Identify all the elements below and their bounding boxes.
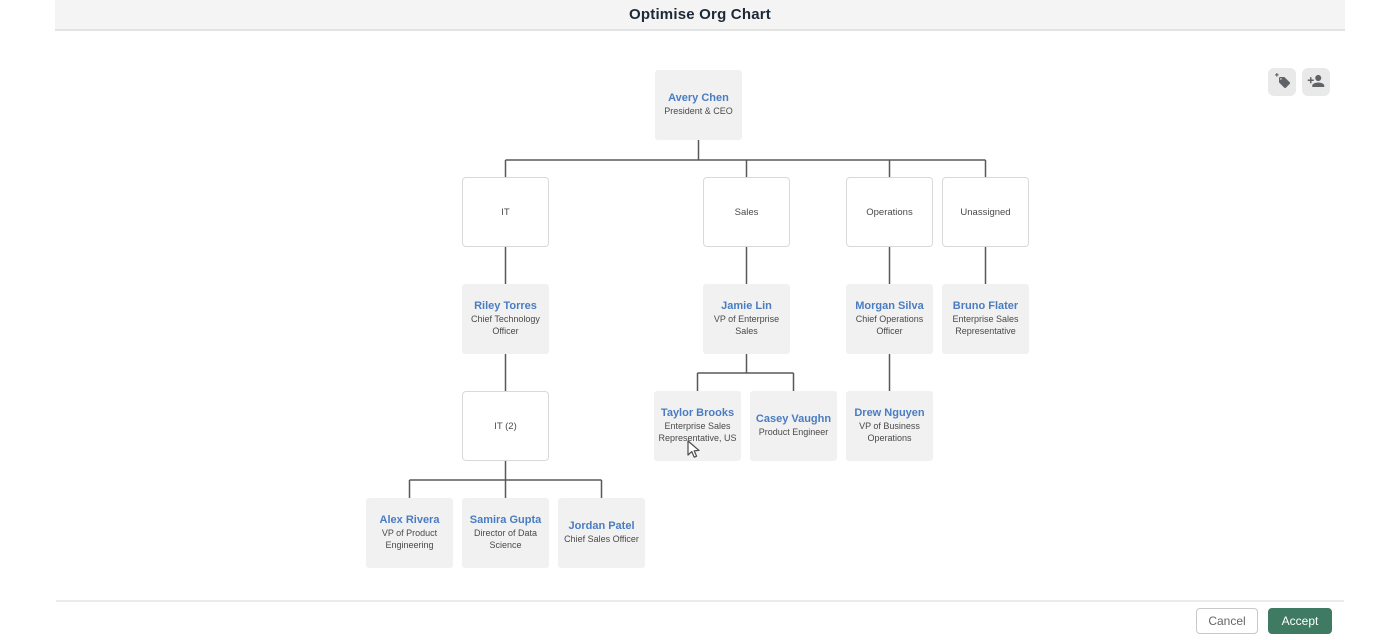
person-name: Morgan Silva <box>855 300 924 313</box>
person-name: Bruno Flater <box>952 300 1019 313</box>
person-title: Director of Data Science <box>473 528 538 551</box>
org-node-avery-chen[interactable]: Avery Chen President & CEO <box>655 70 742 140</box>
person-name: Alex Rivera <box>379 514 440 527</box>
footer-actions: Cancel Accept <box>1196 608 1332 634</box>
chart-toolbar <box>1268 68 1330 96</box>
cancel-button[interactable]: Cancel <box>1196 608 1258 634</box>
accept-button[interactable]: Accept <box>1268 608 1332 634</box>
person-name: Taylor Brooks <box>660 407 735 420</box>
department-label: IT <box>501 206 510 218</box>
org-node-dept-sales[interactable]: Sales <box>703 177 790 247</box>
dialog-header: Optimise Org Chart <box>55 0 1345 31</box>
add-tag-button[interactable] <box>1268 68 1296 96</box>
person-title: Enterprise Sales Representative, US <box>658 421 737 444</box>
person-name: Avery Chen <box>668 92 729 105</box>
org-node-bruno-flater[interactable]: Bruno Flater Enterprise Sales Representa… <box>942 284 1029 354</box>
org-node-jamie-lin[interactable]: Jamie Lin VP of Enterprise Sales <box>703 284 790 354</box>
department-label: Sales <box>734 206 759 218</box>
person-title: Chief Technology Officer <box>471 314 540 337</box>
person-title: President & CEO <box>664 106 733 117</box>
person-title: VP of Enterprise Sales <box>713 314 780 337</box>
person-title: VP of Business Operations <box>859 421 920 444</box>
org-node-casey-vaughn[interactable]: Casey Vaughn Product Engineer <box>750 391 837 461</box>
person-name: Jordan Patel <box>568 520 635 533</box>
person-name: Casey Vaughn <box>755 413 832 426</box>
person-title: VP of Product Engineering <box>381 528 438 551</box>
org-node-taylor-brooks[interactable]: Taylor Brooks Enterprise Sales Represent… <box>654 391 741 461</box>
org-node-morgan-silva[interactable]: Morgan Silva Chief Operations Officer <box>846 284 933 354</box>
org-node-dept-it-2[interactable]: IT (2) <box>462 391 549 461</box>
person-title: Chief Operations Officer <box>855 314 924 337</box>
org-node-dept-it[interactable]: IT <box>462 177 549 247</box>
org-node-dept-operations[interactable]: Operations <box>846 177 933 247</box>
department-label: Operations <box>866 206 913 218</box>
org-node-samira-gupta[interactable]: Samira Gupta Director of Data Science <box>462 498 549 568</box>
person-name: Samira Gupta <box>469 514 542 527</box>
page-title: Optimise Org Chart <box>629 6 771 23</box>
add-person-button[interactable] <box>1302 68 1330 96</box>
person-title: Product Engineer <box>758 427 829 438</box>
footer-divider <box>56 600 1344 602</box>
org-node-alex-rivera[interactable]: Alex Rivera VP of Product Engineering <box>366 498 453 568</box>
department-label: IT (2) <box>494 420 517 432</box>
org-node-dept-unassigned[interactable]: Unassigned <box>942 177 1029 247</box>
person-plus-icon <box>1307 72 1325 93</box>
person-title: Chief Sales Officer <box>564 534 639 545</box>
org-node-jordan-patel[interactable]: Jordan Patel Chief Sales Officer <box>558 498 645 568</box>
person-name: Riley Torres <box>474 300 537 313</box>
department-label: Unassigned <box>960 206 1011 218</box>
tag-plus-icon <box>1274 72 1291 92</box>
person-title: Enterprise Sales Representative <box>952 314 1019 337</box>
person-name: Drew Nguyen <box>854 407 925 420</box>
org-node-drew-nguyen[interactable]: Drew Nguyen VP of Business Operations <box>846 391 933 461</box>
org-node-riley-torres[interactable]: Riley Torres Chief Technology Officer <box>462 284 549 354</box>
person-name: Jamie Lin <box>721 300 772 313</box>
